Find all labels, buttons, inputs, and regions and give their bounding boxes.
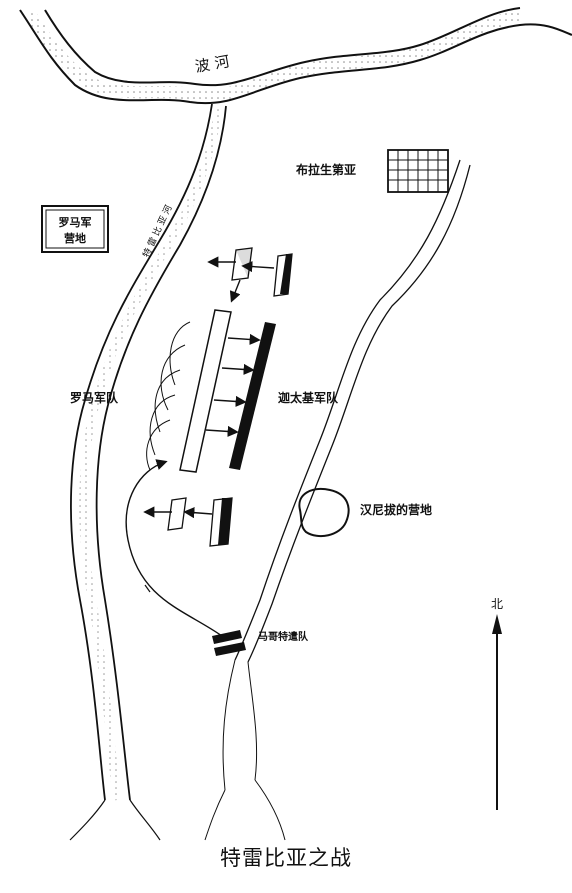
south-flank-units: [143, 497, 233, 547]
brixia-town: [387, 149, 449, 193]
north-flank-units: [207, 247, 293, 303]
attack-arrows: [205, 333, 261, 438]
mago-path: [125, 459, 246, 656]
north-label: 北: [491, 597, 503, 611]
roman-camp-label-2: 营地: [64, 231, 86, 245]
roman-army-label: 罗马军队: [70, 390, 119, 405]
roman-army-line: [146, 309, 232, 473]
brixia-label: 布拉生第亚: [296, 162, 356, 177]
carthage-army-line: [229, 322, 276, 470]
river-label: 波 河: [194, 52, 231, 76]
north-arrow: 北: [491, 597, 503, 810]
roman-camp-box: 罗马军 营地: [41, 205, 109, 253]
mago-label: 马哥特遣队: [258, 630, 309, 643]
po-river: [19, 7, 572, 105]
trebia-river: [69, 103, 227, 841]
east-stream: [204, 159, 471, 841]
hannibal-camp-label: 汉尼拔的营地: [360, 502, 432, 517]
hannibal-camp: [298, 488, 350, 538]
map-caption: 特雷比亚之战: [220, 846, 352, 870]
carthage-army-label: 迦太基军队: [278, 390, 339, 405]
roman-camp-label-1: 罗马军: [59, 216, 92, 229]
